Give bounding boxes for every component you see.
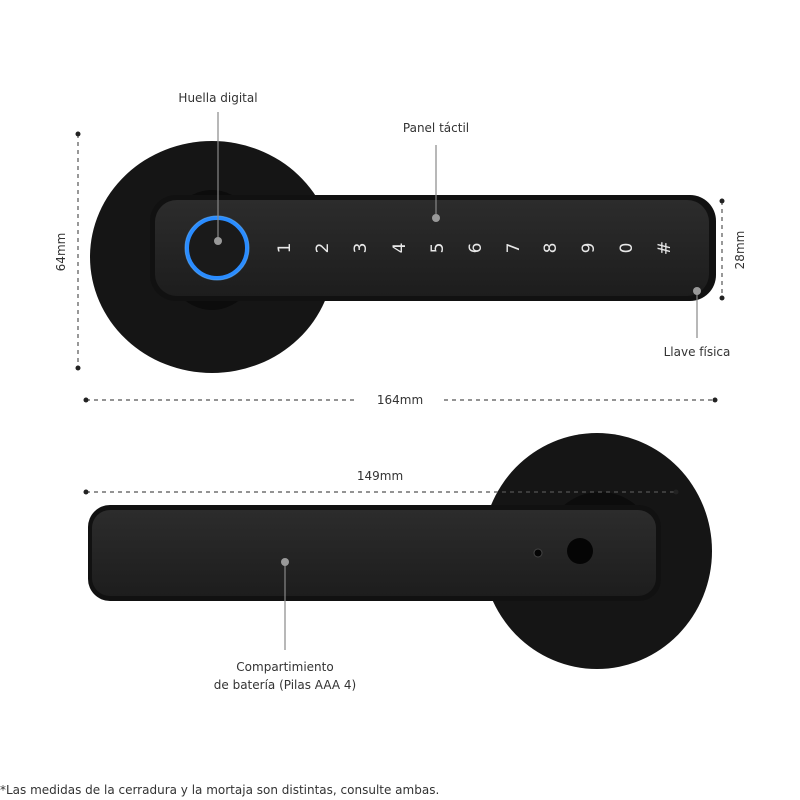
keypad-key-6: 6 <box>466 242 486 254</box>
top-lock-view <box>90 141 716 373</box>
keypad-key-7: 7 <box>504 242 524 254</box>
height-dimension-label: 64mm <box>54 232 68 272</box>
touch-panel-label: Panel táctil <box>402 121 470 135</box>
battery-label-line2: de batería (Pilas AAA 4) <box>213 678 357 692</box>
footnote: *Las medidas de la cerradura y la mortaj… <box>0 783 440 797</box>
keypad-key-hash: # <box>655 240 675 256</box>
battery-label: Compartimiento de batería (Pilas AAA 4) <box>214 658 356 694</box>
callout-lines <box>217 112 698 650</box>
keypad-key-4: 4 <box>390 242 410 254</box>
fingerprint-sensor-icon <box>185 216 249 280</box>
fingerprint-label: Huella digital <box>178 91 258 105</box>
keypad-key-0: 0 <box>617 242 637 254</box>
keypad-key-8: 8 <box>541 242 561 254</box>
keypad-key-2: 2 <box>313 242 333 254</box>
physical-key-label: Llave física <box>663 345 731 359</box>
sensor-dot <box>533 548 543 558</box>
keypad-key-1: 1 <box>275 242 295 254</box>
keyhole-icon <box>567 538 593 564</box>
handle-height-dimension-label: 28mm <box>733 230 747 270</box>
total-length-label: 164mm <box>376 393 424 407</box>
dimension-lines <box>77 134 723 493</box>
keypad-key-3: 3 <box>351 242 371 254</box>
keypad-key-5: 5 <box>428 242 448 254</box>
handle-length-label: 149mm <box>356 469 404 483</box>
keypad-key-9: 9 <box>579 242 599 254</box>
battery-label-line1: Compartimiento <box>236 660 334 674</box>
